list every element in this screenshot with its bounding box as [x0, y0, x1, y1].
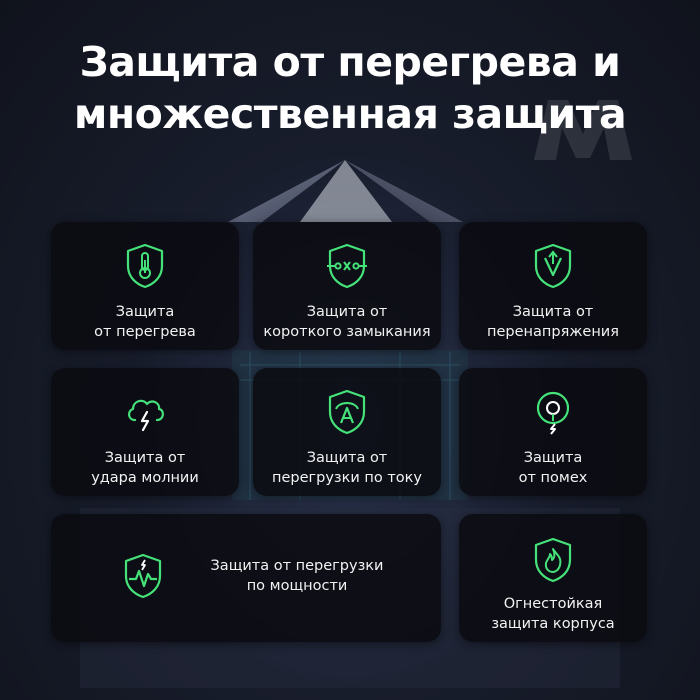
feature-card-overcurrent: Защита от перегрузки по току: [253, 368, 441, 496]
interference-signal-icon: [536, 391, 570, 435]
short-circuit-shield-icon: [327, 243, 367, 289]
feature-card-overheat: Защита от перегрева: [51, 222, 239, 350]
lightning-cloud-icon: [128, 399, 164, 432]
feature-card-power-overload: Защита от перегрузки по мощности: [51, 514, 441, 642]
feature-card-short-circuit: Защита от короткого замыкания: [253, 222, 441, 350]
feature-label: Огнестойкая защита корпуса: [491, 596, 615, 632]
ampere-shield-icon: [328, 389, 366, 435]
feature-card-interference: Защита от помех: [459, 368, 647, 496]
page-title: Защита от перегрева и множественная защи…: [0, 36, 700, 140]
feature-label: Защита от перенапряжения: [487, 304, 619, 340]
page-title-line-1: Защита от перегрева и: [79, 38, 621, 86]
feature-label: Защита от перегрева: [94, 304, 196, 340]
feature-label: Защита от помех: [518, 450, 588, 486]
feature-label: Защита от перегрузки по току: [271, 450, 423, 486]
voltage-shield-icon: [534, 243, 572, 289]
feature-label: Защита от короткого замыкания: [263, 304, 431, 340]
feature-card-overvoltage: Защита от перенапряжения: [459, 222, 647, 350]
flame-shield-icon: [534, 537, 572, 583]
feature-card-lightning: Защита от удара молнии: [51, 368, 239, 496]
thermometer-shield-icon: [126, 243, 164, 289]
watermark-logo: [534, 100, 632, 160]
feature-label: Защита от перегрузки по мощности: [210, 558, 384, 594]
feature-card-fireproof: Огнестойкая защита корпуса: [459, 514, 647, 642]
page-title-line-2: множественная защита: [73, 90, 627, 138]
feature-label: Защита от удара молнии: [91, 450, 199, 486]
power-pulse-shield-icon: [124, 553, 162, 599]
